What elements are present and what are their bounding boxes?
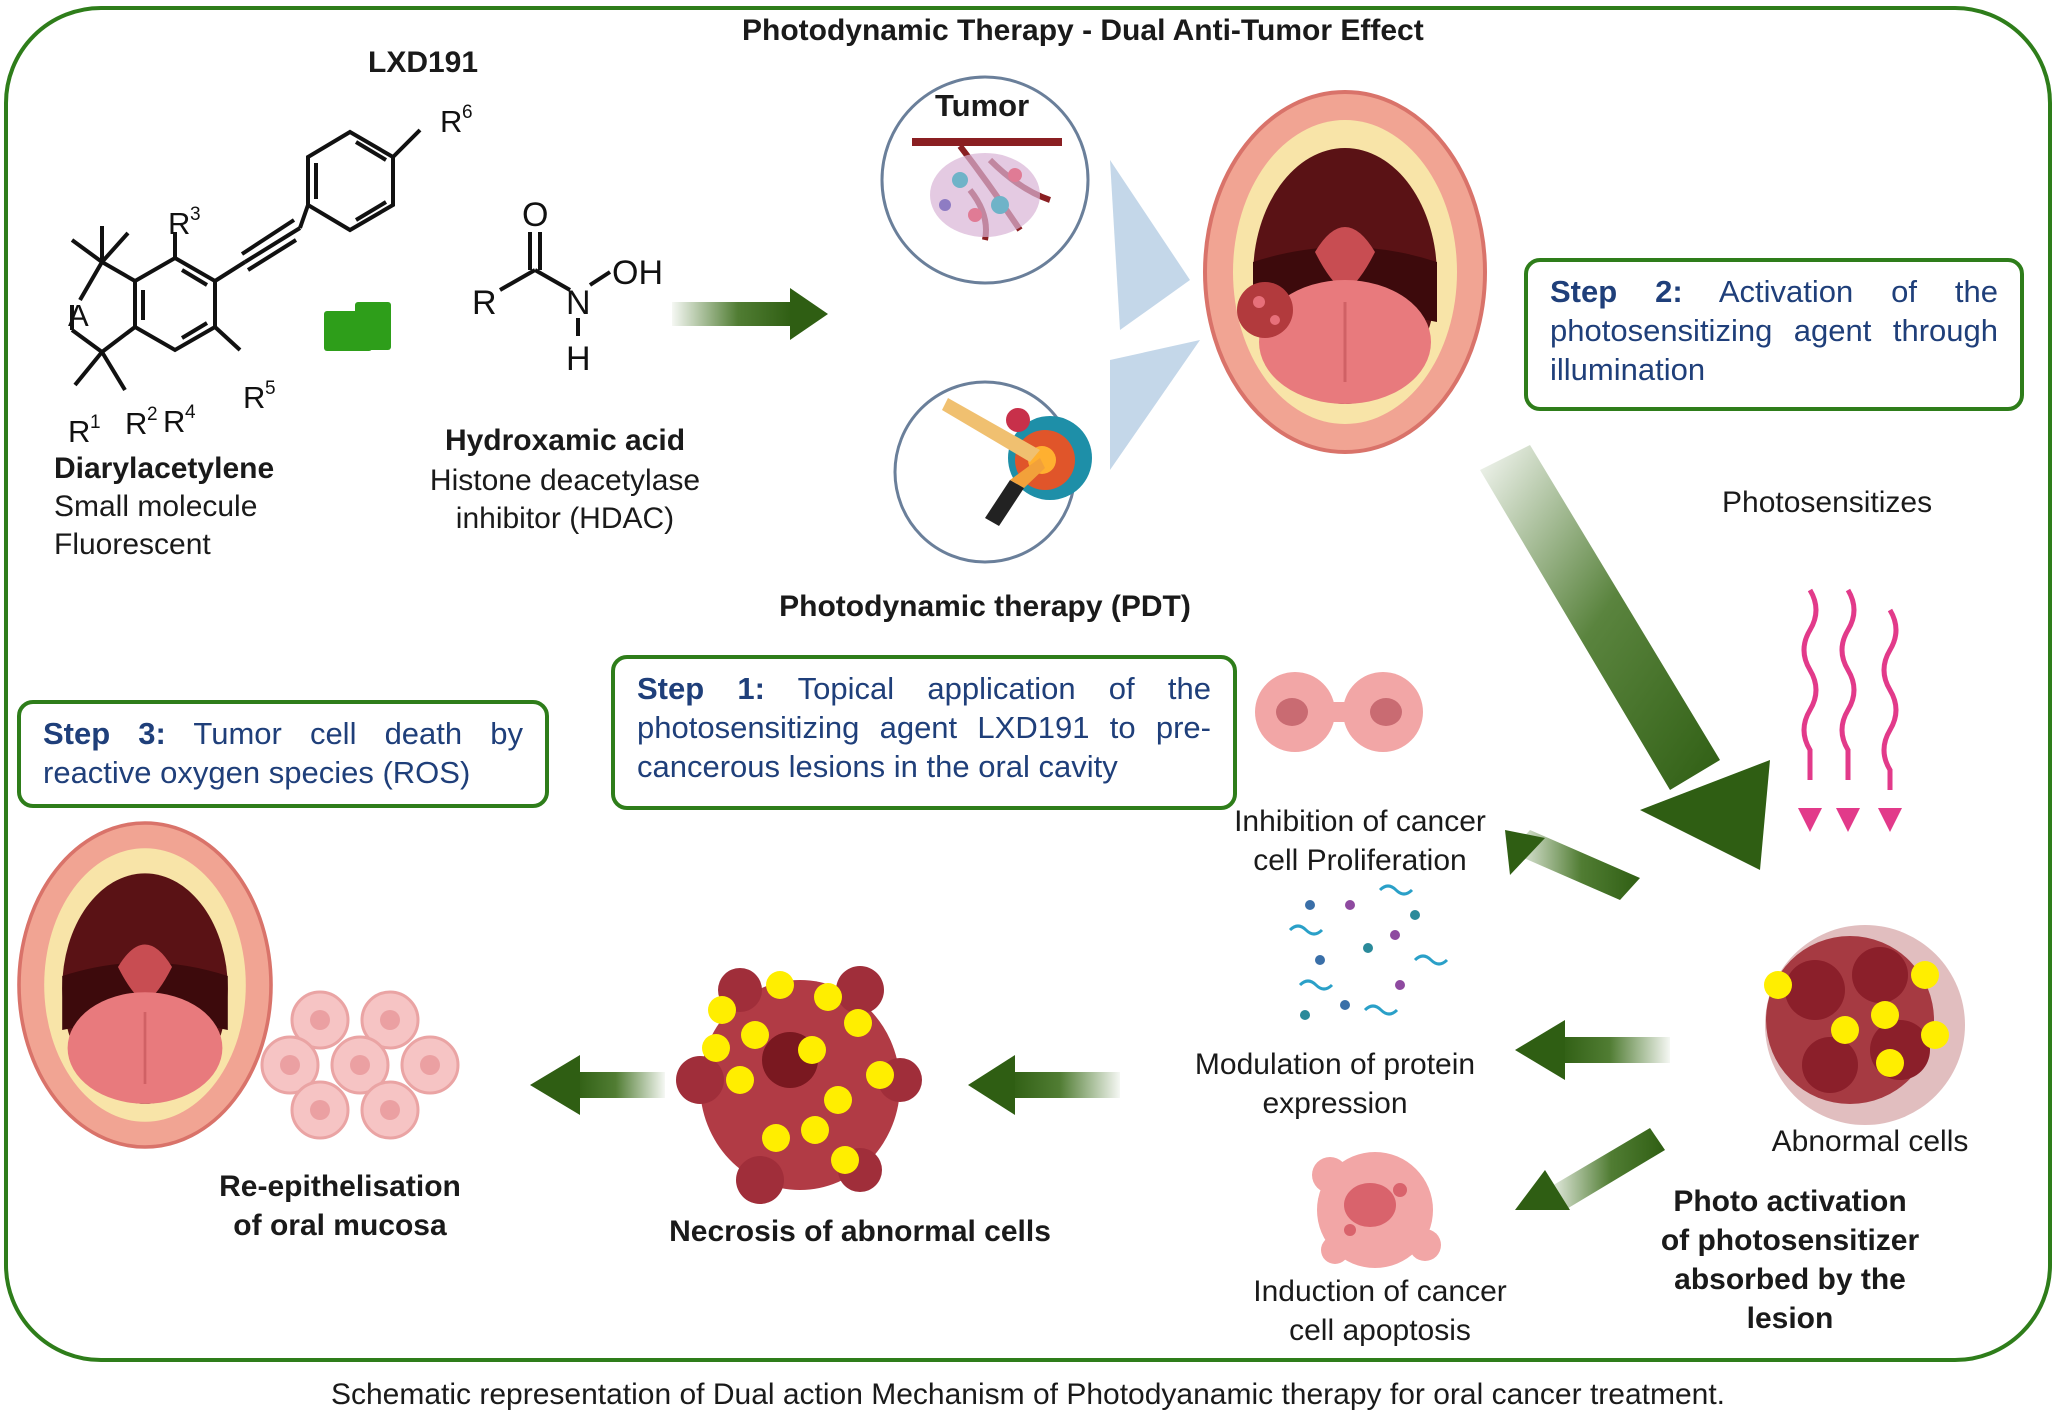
reepithelisation-line1: Re-epithelisation bbox=[219, 1170, 461, 1203]
photosensitizes-label: Photosensitizes bbox=[1722, 486, 1933, 519]
inhibition-line2: cell Proliferation bbox=[1253, 844, 1467, 877]
r1-label: R bbox=[68, 414, 90, 449]
r5-sup: 5 bbox=[265, 378, 276, 399]
diarylacetylene-structure-icon bbox=[70, 128, 422, 392]
light-wave-icon bbox=[1801, 588, 1899, 790]
big-diagonal-arrow-icon bbox=[1480, 445, 1770, 870]
arrow-to-induction-icon bbox=[1515, 1128, 1665, 1210]
a-label: A bbox=[68, 298, 89, 333]
step-3-label: Step 3: bbox=[43, 716, 166, 751]
hydroxamic-title: Hydroxamic acid bbox=[444, 424, 686, 457]
r6-label: R bbox=[440, 104, 462, 139]
step-2-text: Step 2: Activation of the photosensitizi… bbox=[1550, 272, 1998, 389]
healthy-mouth-icon bbox=[17, 821, 273, 1149]
r3-label: R bbox=[168, 206, 190, 241]
step-1-label: Step 1: bbox=[637, 671, 765, 706]
outer-frame bbox=[4, 6, 2052, 1362]
step-2-description: Activation of the photosensitizing agent… bbox=[1550, 274, 1999, 387]
inhibition-line1: Inhibition of cancer bbox=[1234, 805, 1486, 838]
mouth-with-lesion-icon bbox=[1203, 90, 1487, 454]
modulation-line2: expression bbox=[1262, 1087, 1408, 1120]
light-wave-heads bbox=[1798, 808, 1902, 832]
step-1-box: Step 1: Topical application of the photo… bbox=[611, 655, 1237, 810]
oxygen-label: O bbox=[522, 196, 548, 234]
structure-labels: R 3 R 6 A R 1 R 2 R 4 R 5 bbox=[68, 102, 473, 449]
hydroxamic-line3: inhibitor (HDAC) bbox=[455, 502, 675, 535]
tumor-label: Tumor bbox=[935, 88, 1030, 123]
r6-sup: 6 bbox=[462, 102, 473, 123]
pdt-laser-icon bbox=[893, 340, 1200, 564]
step-1-description: Topical application of the photosensitiz… bbox=[637, 671, 1211, 784]
tumor-zoom-icon bbox=[880, 75, 1190, 330]
figure-caption: Schematic representation of Dual action … bbox=[330, 1378, 1726, 1411]
arrow-to-necrosis-icon bbox=[968, 1055, 1120, 1115]
abnormal-cells-icon bbox=[1764, 925, 1965, 1125]
dividing-cell-icon bbox=[1255, 672, 1423, 752]
r-label: R bbox=[472, 284, 497, 322]
diagram-title: Photodynamic Therapy - Dual Anti-Tumor E… bbox=[742, 14, 1424, 47]
step-2-box: Step 2: Activation of the photosensitizi… bbox=[1524, 258, 2024, 411]
step-2-label: Step 2: bbox=[1550, 274, 1683, 309]
arrow-to-modulation-icon bbox=[1515, 1020, 1670, 1080]
hydroxamic-acid-structure-icon bbox=[499, 232, 612, 336]
pdt-label: Photodynamic therapy (PDT) bbox=[779, 590, 1191, 623]
arrow-to-inhibition-icon bbox=[1505, 830, 1640, 900]
diarylacetylene-line2: Small molecule bbox=[54, 490, 258, 523]
modulation-line1: Modulation of protein bbox=[1194, 1048, 1476, 1081]
compound-name: LXD191 bbox=[368, 46, 479, 79]
photo-activation-line4: lesion bbox=[1746, 1302, 1834, 1335]
r3-sup: 3 bbox=[190, 204, 201, 225]
epithelial-nuclei bbox=[280, 1010, 440, 1120]
abnormal-cells-label: Abnormal cells bbox=[1771, 1125, 1969, 1158]
diarylacetylene-line3: Fluorescent bbox=[54, 528, 211, 561]
protein-molecules-icon bbox=[1288, 884, 1449, 1020]
apoptotic-cell-icon bbox=[1312, 1152, 1441, 1268]
diarylacetylene-title: Diarylacetylene bbox=[54, 452, 275, 485]
necrosis-label: Necrosis of abnormal cells bbox=[669, 1215, 1051, 1248]
r4-label: R bbox=[163, 404, 185, 439]
induction-line1: Induction of cancer bbox=[1253, 1275, 1507, 1308]
photo-activation-line1: Photo activation bbox=[1673, 1185, 1907, 1218]
step-1-text: Step 1: Topical application of the photo… bbox=[637, 669, 1211, 786]
plus-icon bbox=[324, 302, 391, 351]
hydroxyl-label: OH bbox=[612, 254, 663, 292]
step-3-box: Step 3: Tumor cell death by reactive oxy… bbox=[17, 700, 549, 808]
hydroxamic-atoms: O R N OH H bbox=[472, 196, 663, 378]
r5-label: R bbox=[243, 380, 265, 415]
r1-sup: 1 bbox=[90, 412, 101, 433]
reepithelisation-line2: of oral mucosa bbox=[233, 1209, 447, 1242]
r4-sup: 4 bbox=[185, 402, 196, 423]
necrosis-icon bbox=[676, 966, 922, 1204]
arrow-to-tumor-icon bbox=[672, 288, 828, 340]
nitrogen-label: N bbox=[566, 284, 591, 322]
induction-line2: cell apoptosis bbox=[1289, 1314, 1471, 1347]
photo-activation-line3: absorbed by the bbox=[1674, 1263, 1906, 1296]
photo-activation-line2: of photosensitizer bbox=[1660, 1224, 1920, 1257]
r2-label: R bbox=[125, 406, 147, 441]
hydrogen-label: H bbox=[566, 340, 591, 378]
step-3-text: Step 3: Tumor cell death by reactive oxy… bbox=[43, 714, 523, 792]
step-3-description: Tumor cell death by reactive oxygen spec… bbox=[43, 716, 523, 790]
r2-sup: 2 bbox=[147, 404, 158, 425]
arrow-to-reepithelisation-icon bbox=[530, 1055, 665, 1115]
hydroxamic-line2: Histone deacetylase bbox=[429, 464, 701, 497]
